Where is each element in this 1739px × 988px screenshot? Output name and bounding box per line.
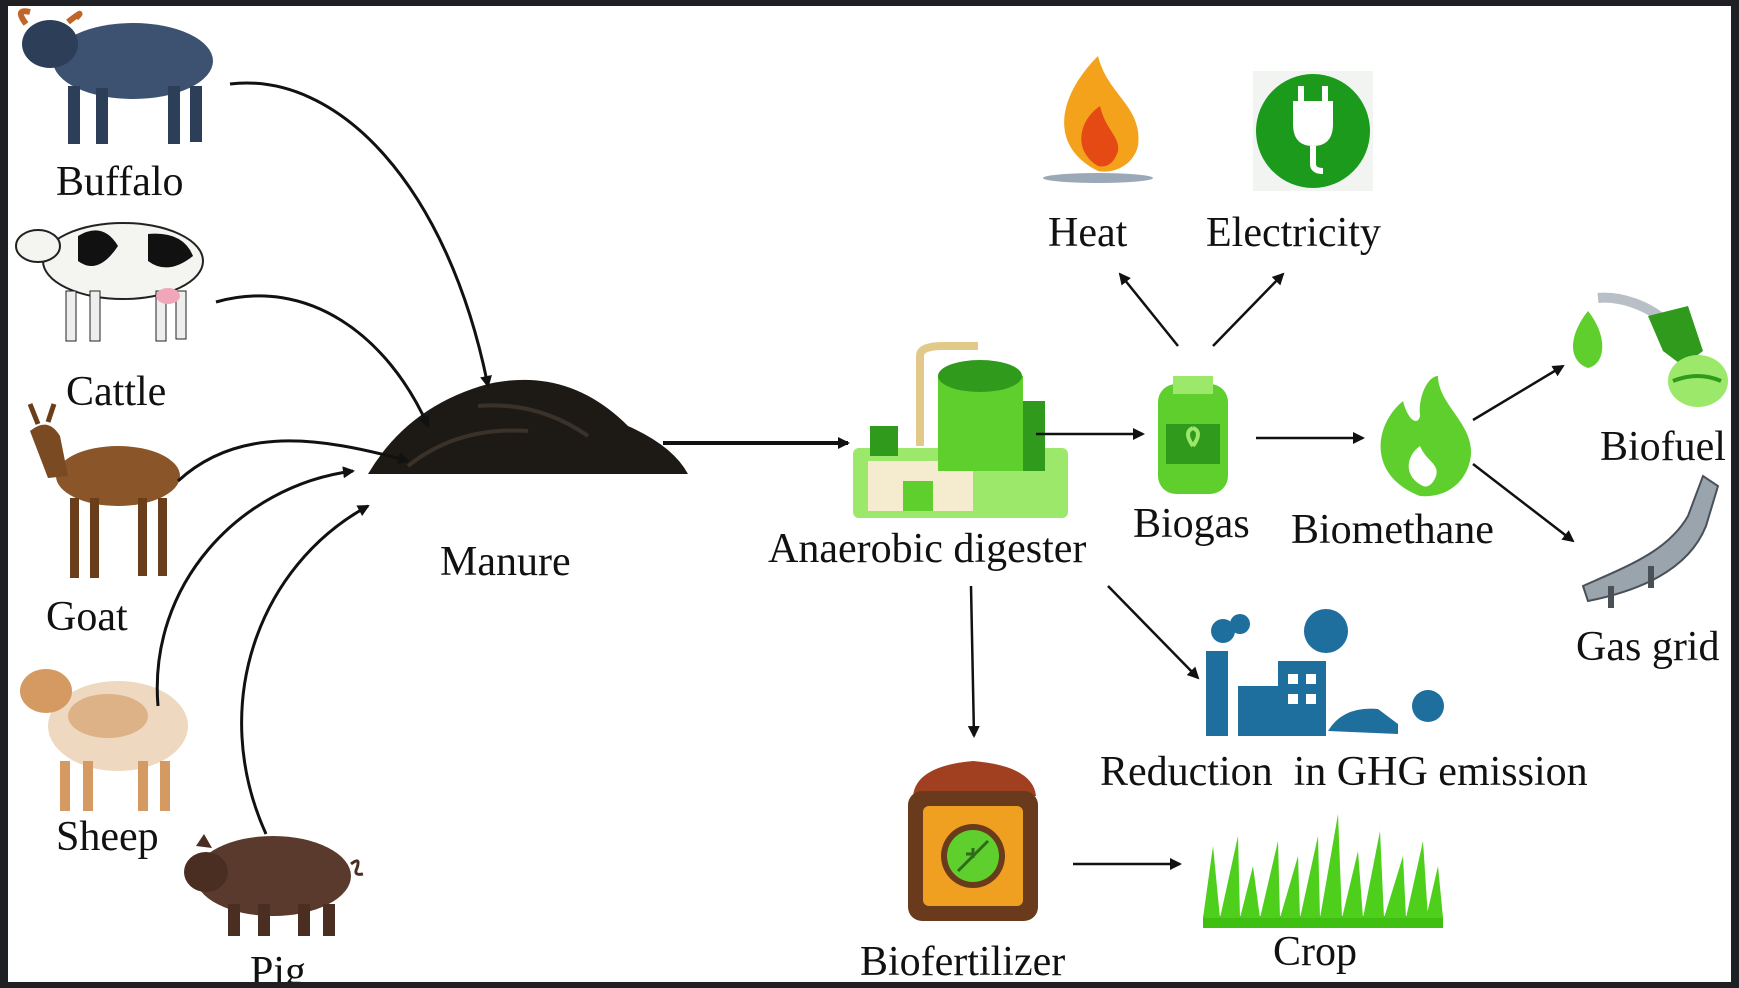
- cow-icon: [15, 222, 204, 342]
- label-electricity: Electricity: [1206, 210, 1381, 256]
- label-pig: Pig: [250, 949, 307, 982]
- label-biofertilizer: Biofertilizer: [860, 939, 1066, 982]
- manure-pile-icon: [368, 379, 688, 474]
- label-buffalo: Buffalo: [56, 159, 184, 205]
- label-biofuel: Biofuel: [1600, 424, 1726, 470]
- sheep-icon: [20, 669, 188, 811]
- label-ghg-reduction: Reduction in GHG emission: [1100, 749, 1588, 795]
- buffalo-icon: [17, 8, 213, 144]
- label-cattle: Cattle: [66, 369, 167, 415]
- label-manure: Manure: [440, 539, 571, 585]
- fire-icon: [1043, 56, 1153, 183]
- label-gas-grid: Gas grid: [1576, 624, 1720, 670]
- source-arrows: [155, 81, 492, 835]
- factory-co2-icon: [1206, 609, 1444, 736]
- label-biomethane: Biomethane: [1291, 507, 1494, 553]
- arrow-digester-ghg: [1107, 585, 1200, 680]
- diagram-canvas: Buffalo Cattle Goat Sheep Pig Manure Ana…: [8, 6, 1731, 982]
- label-anaerobic-digester: Anaerobic digester: [768, 526, 1087, 572]
- label-sheep: Sheep: [56, 814, 159, 860]
- arrow-biogas-electricity: [1212, 272, 1285, 347]
- arrow-biogas-heat: [1118, 272, 1179, 347]
- diagram-graphics: [15, 8, 1728, 936]
- label-biogas: Biogas: [1133, 501, 1250, 547]
- fuel-nozzle-icon: [1573, 292, 1728, 407]
- plug-icon: [1253, 71, 1373, 191]
- fertilizer-sack-icon: [908, 761, 1038, 921]
- digester-plant-icon: [853, 342, 1068, 518]
- pig-icon: [184, 834, 364, 936]
- grass-icon: [1203, 814, 1443, 928]
- arrow-biomethane-biofuel: [1472, 364, 1565, 422]
- flame-icon: [1380, 376, 1472, 497]
- arrow-digester-biofertilizer: [967, 585, 980, 738]
- gas-cylinder-icon: [1158, 376, 1228, 494]
- arrow-biomethane-gasgrid: [1472, 463, 1575, 543]
- label-goat: Goat: [46, 594, 128, 640]
- pipeline-icon: [1581, 474, 1720, 608]
- label-heat: Heat: [1048, 210, 1128, 256]
- label-crop: Crop: [1273, 929, 1357, 975]
- goat-icon: [27, 403, 180, 578]
